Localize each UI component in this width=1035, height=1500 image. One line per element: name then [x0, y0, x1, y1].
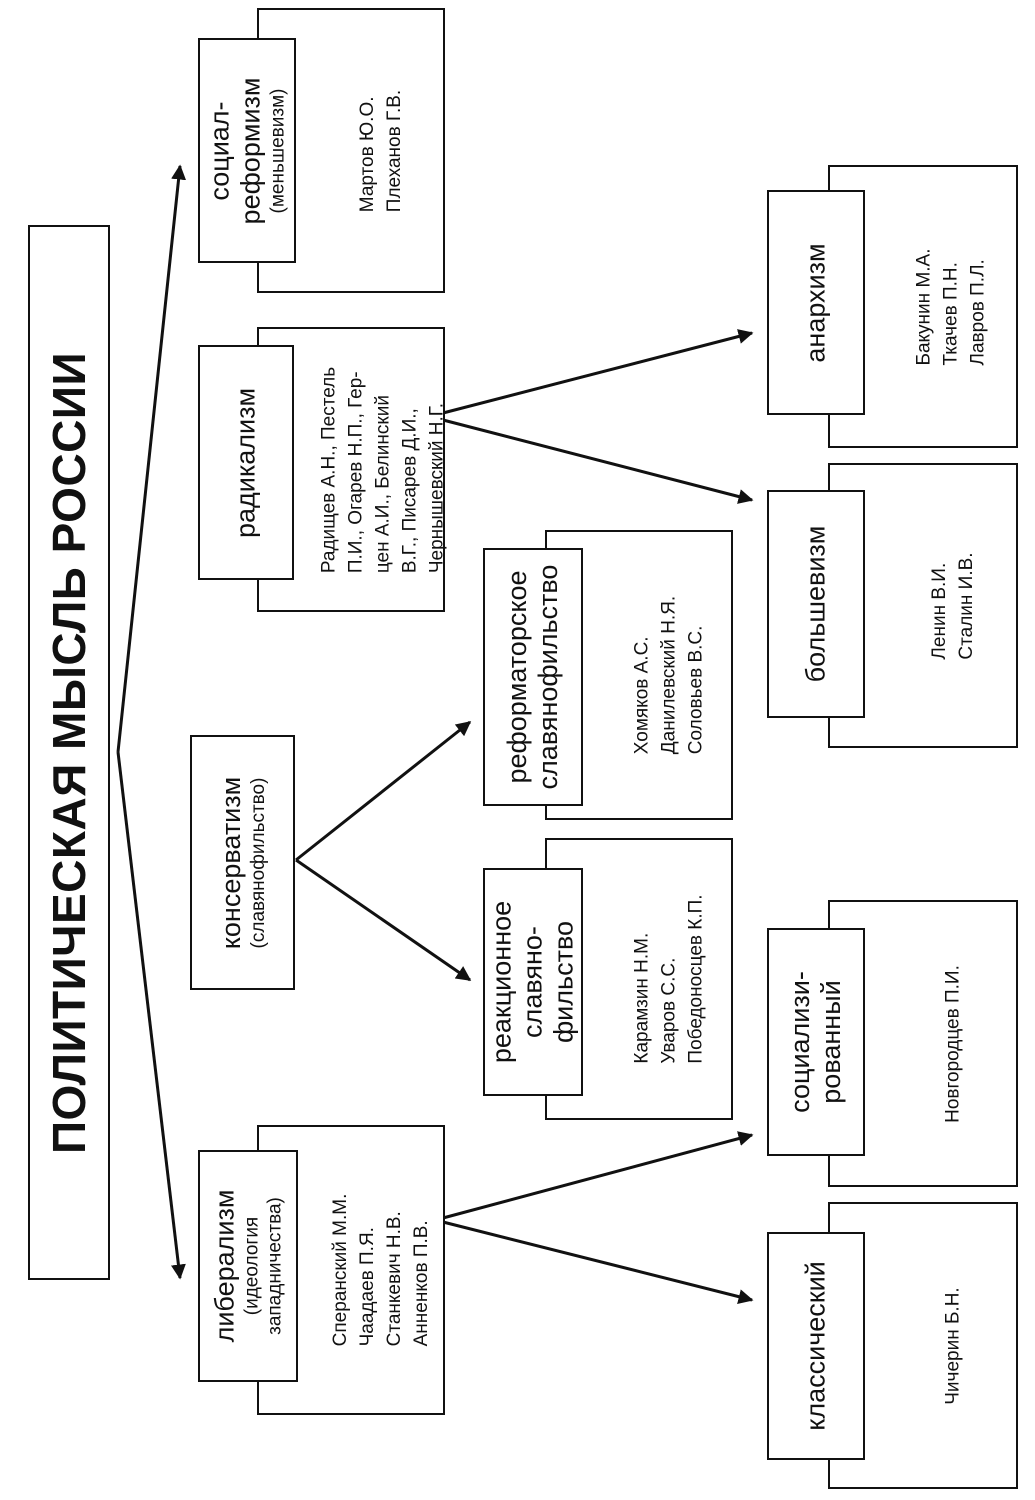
main-title-box: ПОЛИТИЧЕСКАЯ МЫСЛЬ РОССИИ [28, 225, 110, 1280]
node-label: фильство [548, 920, 579, 1044]
node-sublabel: (славянофильство) [247, 777, 269, 948]
person: Хомяков А.С. [631, 636, 653, 755]
arrow-liberalism-to-socialized [442, 1131, 754, 1220]
person: Плеханов Г.В. [384, 89, 405, 212]
person: Бакунин М.А. [913, 248, 935, 365]
reactionary-slav-label-box: реакционное славяно- фильство [483, 868, 583, 1096]
node-label: классический [800, 1261, 831, 1431]
node-label: анархизм [800, 242, 831, 363]
person: Лавров П.Л. [967, 258, 989, 365]
person: Новгородцев П.И. [942, 964, 964, 1123]
person: П.И., Огарев Н.П., Гер- [345, 370, 367, 573]
person: Сталин И.В. [956, 551, 977, 660]
bolshevism-label-box: большевизм [767, 490, 865, 718]
person: Чичерин Б.Н. [942, 1286, 964, 1405]
person: Ленин В.И. [929, 562, 950, 660]
person: В.Г., Писарев Д.И., [399, 407, 421, 573]
socialized-label-box: социализи- рованный [767, 928, 865, 1156]
node-label: рованный [816, 980, 846, 1104]
node-label: консерватизм [215, 776, 246, 949]
person: Мартов Ю.О. [357, 95, 378, 212]
person: Уваров С.С. [658, 957, 680, 1064]
node-label: реакционное [486, 900, 517, 1064]
person: Соловьев В.С. [685, 625, 707, 755]
person: Станкевич Н.В. [384, 1211, 405, 1347]
person: Данилевский Н.Я. [658, 595, 680, 755]
person: Радищев А.Н., Пестель [318, 366, 340, 573]
person: Сперанский М.М. [330, 1193, 351, 1347]
node-label: большевизм [800, 525, 831, 683]
node-label: славяно- [517, 926, 548, 1038]
person: цен А.И., Белинский [372, 394, 394, 573]
person: Победоносцев К.П. [685, 894, 707, 1064]
arrow-title-to-social-reformism [116, 164, 187, 753]
person: Анненков П.В. [411, 1220, 432, 1347]
reformist-slav-label-box: реформаторское славянофильство [483, 548, 583, 806]
anarchism-label-box: анархизм [767, 190, 865, 415]
person: Карамзин Н.М. [631, 932, 653, 1064]
node-label: реформизм [235, 77, 266, 224]
radicalism-label-box: радикализм [198, 345, 294, 580]
node-sublabel: западничества) [264, 1197, 286, 1335]
arrow-radicalism-to-bolshevism [442, 418, 754, 504]
main-title: ПОЛИТИЧЕСКАЯ МЫСЛЬ РОССИИ [43, 351, 95, 1154]
node-sublabel: (идеология [241, 1216, 263, 1316]
node-label: социал- [204, 100, 235, 201]
node-label: радикализм [230, 387, 261, 538]
arrow-title-to-liberalism [116, 751, 186, 1280]
arrow-liberalism-to-classic [442, 1220, 754, 1304]
liberalism-label-box: либерализм (идеология западничества) [198, 1150, 298, 1382]
social-reformism-label-box: социал- реформизм (меньшевизм) [198, 38, 296, 263]
classic-label-box: классический [767, 1232, 865, 1460]
node-label: славянофильство [533, 564, 563, 790]
conservatism-label-box: консерватизм (славянофильство) [190, 735, 295, 990]
arrow-radicalism-to-anarchism [442, 329, 754, 415]
node-label: реформаторское [502, 570, 532, 784]
arrow-conservatism-to-reactionary-slav [295, 858, 472, 982]
arrow-conservatism-to-reformist-slav [295, 720, 472, 862]
node-label: либерализм [209, 1189, 240, 1343]
node-sublabel: (меньшевизм) [267, 88, 289, 213]
node-label: социализи- [785, 971, 815, 1113]
person: Ткачев П.Н. [940, 261, 962, 365]
person: Чернышевский Н.Г. [426, 402, 448, 573]
person: Чаадаев П.Я. [357, 1227, 378, 1347]
